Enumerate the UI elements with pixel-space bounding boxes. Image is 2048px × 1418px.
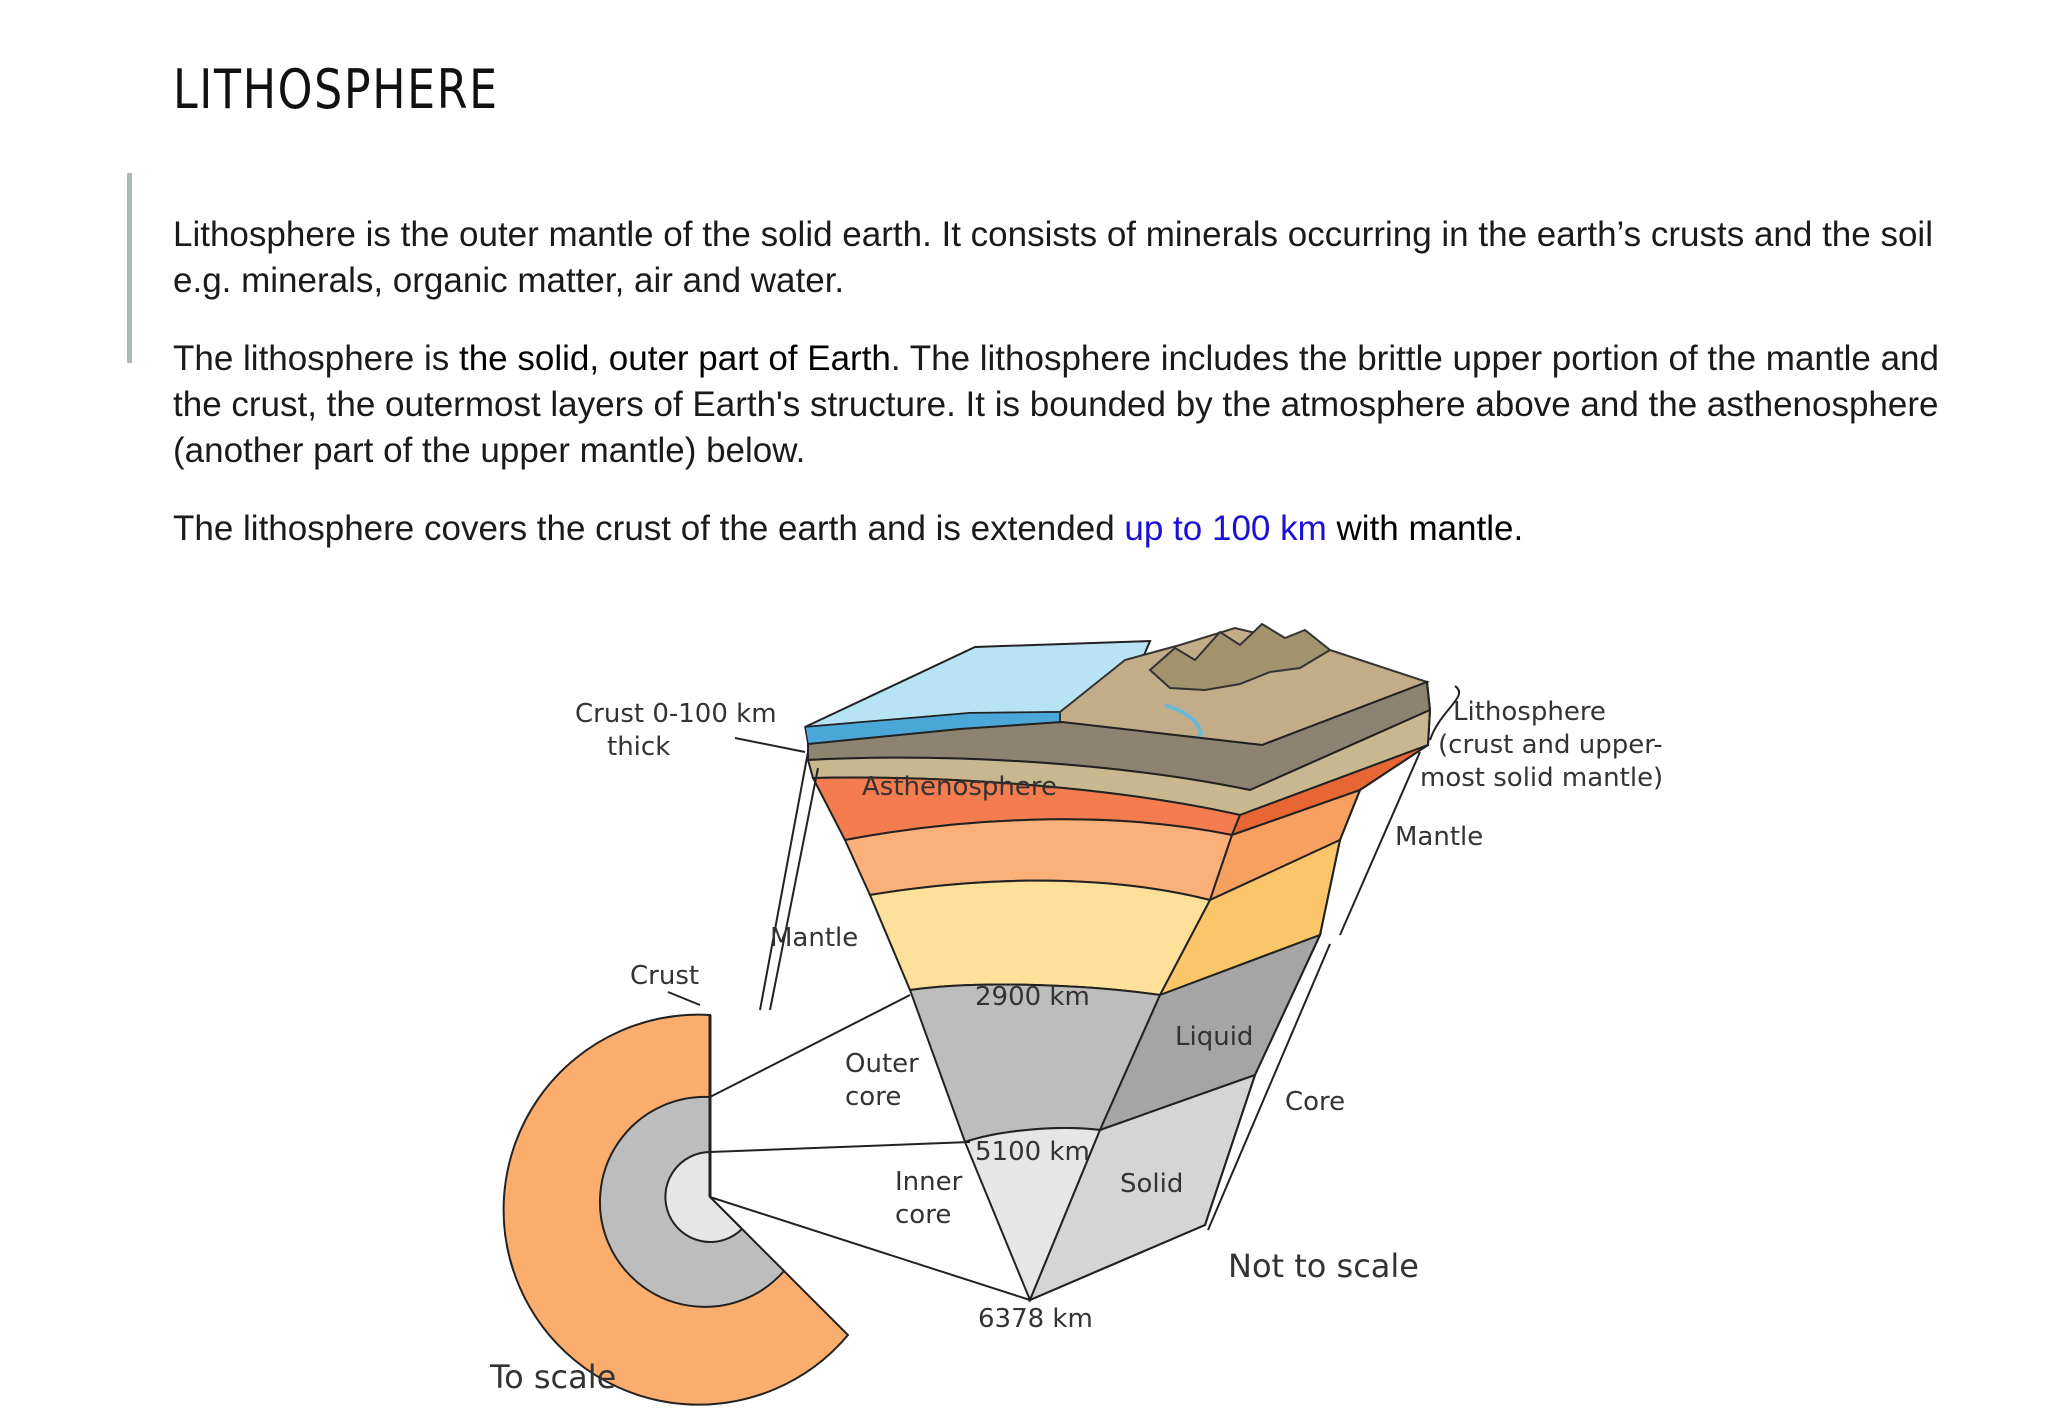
mountains [1148, 622, 1332, 692]
label-crust-range-1: Crust 0-100 km [575, 699, 777, 729]
label-inner-core-1: Inner [895, 1167, 963, 1197]
connector-lines [709, 994, 1031, 1301]
paragraph-1: Lithosphere is the outer mantle of the s… [173, 215, 1933, 300]
label-depth-5100: 5100 km [975, 1137, 1090, 1167]
lower-mantle-layer [868, 879, 1212, 997]
paragraph-2-end: . The lithosphere includes the brittle u… [173, 339, 1939, 470]
cutaway-edge [1029, 681, 1432, 1301]
label-crust: Crust [630, 961, 699, 991]
label-to-scale: To scale [489, 1358, 616, 1396]
lithosphere-bracket [1429, 685, 1461, 741]
label-liquid: Liquid [1175, 1022, 1253, 1052]
label-lithosphere-2: (crust and upper- [1438, 730, 1663, 760]
paragraph-3-start: The lithosphere covers the crust of the … [173, 509, 1125, 548]
label-mantle-right: Mantle [1395, 822, 1483, 852]
label-core: Core [1285, 1087, 1345, 1117]
to-scale-inner-core [664, 1150, 744, 1243]
label-asthenosphere: Asthenosphere [862, 772, 1057, 802]
label-outer-core-2: core [845, 1082, 901, 1112]
paragraph-2: The lithosphere is the solid, outer part… [173, 336, 1963, 474]
crust-leader [667, 991, 701, 1006]
core-bracket [1207, 943, 1331, 1231]
accent-bar [127, 173, 132, 363]
label-solid: Solid [1120, 1169, 1183, 1199]
label-lithosphere-3: most solid mantle) [1420, 763, 1663, 793]
label-lithosphere-1: Lithosphere [1453, 697, 1606, 727]
mantle-bracket [1339, 751, 1421, 936]
label-not-to-scale: Not to scale [1228, 1247, 1419, 1285]
crust-range-leader [734, 737, 819, 1011]
label-inner-core-2: core [895, 1200, 951, 1230]
label-depth-6378: 6378 km [978, 1304, 1093, 1334]
label-mantle-left: Mantle [770, 923, 858, 953]
body-text: Lithosphere is the outer mantle of the s… [173, 212, 1963, 584]
page-title: LITHOSPHERE [173, 58, 499, 121]
label-crust-range-2: thick [607, 732, 670, 762]
paragraph-3: The lithosphere covers the crust of the … [173, 506, 1963, 552]
paragraph-3-link-text: up to 100 km [1124, 509, 1327, 548]
earth-structure-diagram: Crust 0-100 km thick Asthenosphere Litho… [489, 622, 1663, 1406]
paragraph-3-end: with mantle. [1326, 509, 1524, 548]
label-depth-2900: 2900 km [975, 982, 1090, 1012]
label-outer-core-1: Outer [845, 1049, 919, 1079]
paragraph-2-highlight: the solid, outer part of Earth [458, 339, 891, 378]
paragraph-2-start: The lithosphere is [173, 339, 459, 378]
